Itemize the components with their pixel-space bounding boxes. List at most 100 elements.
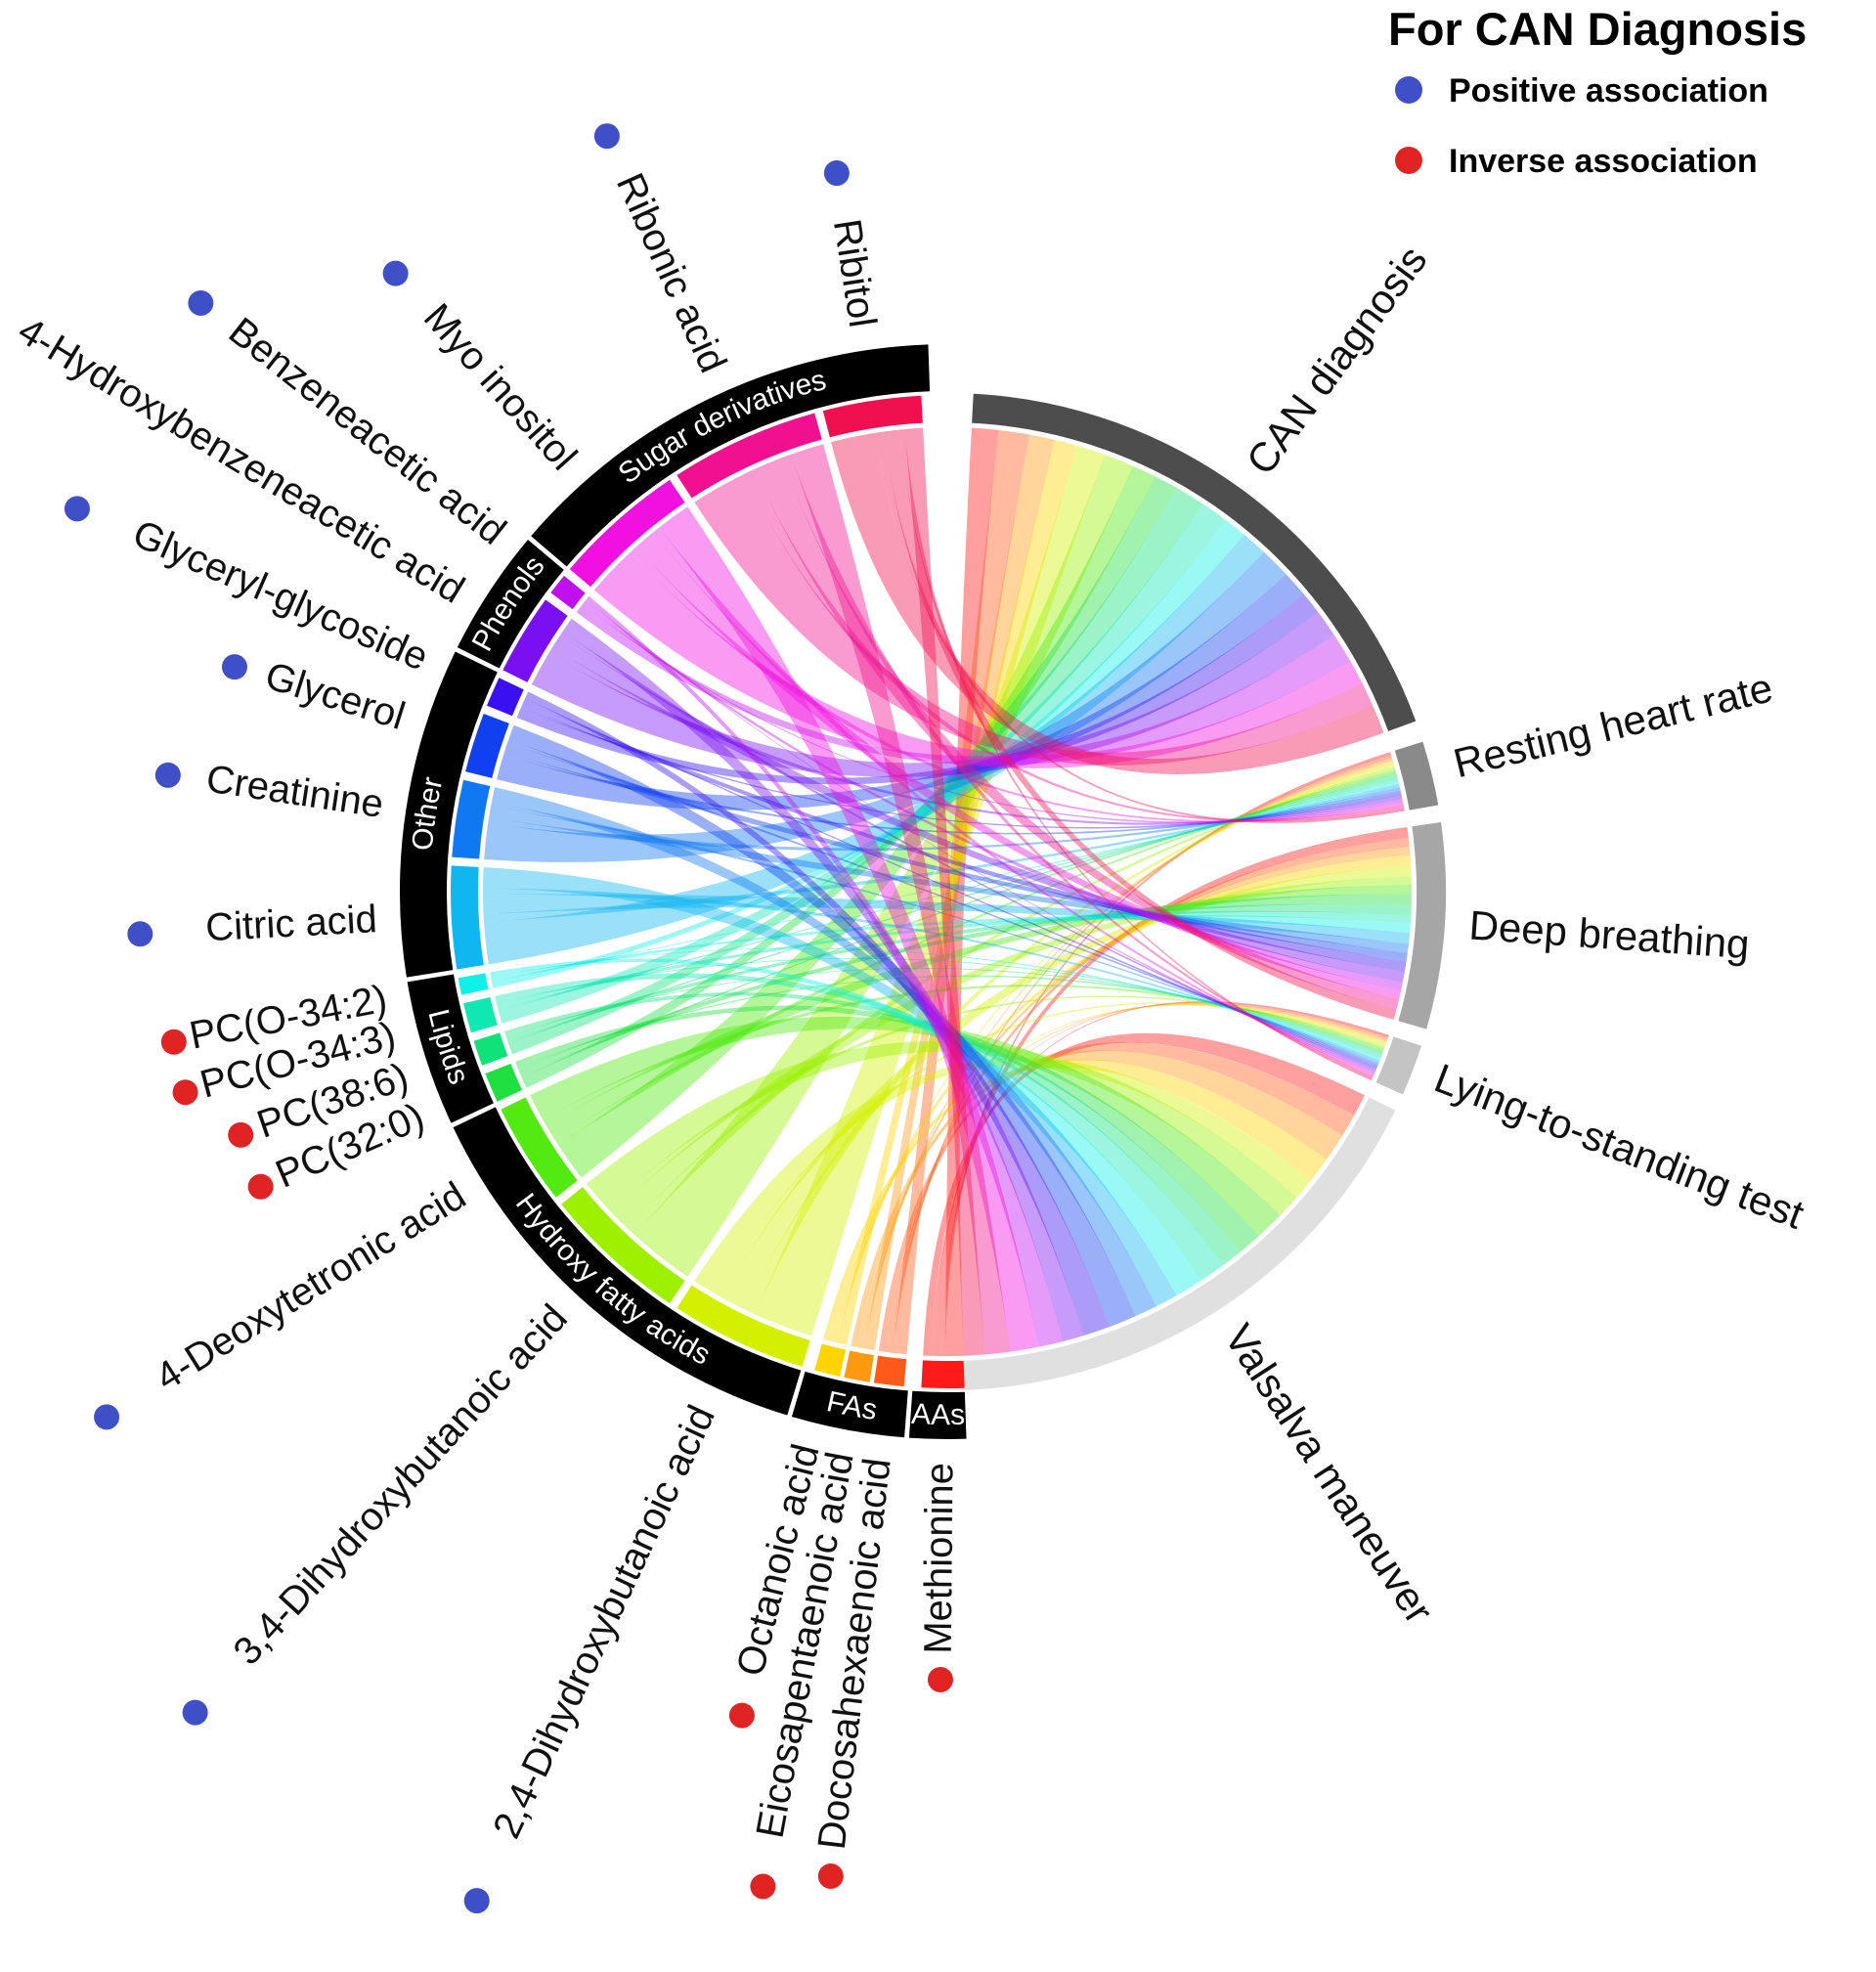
association-dot (127, 921, 153, 947)
chord-ribbon (484, 551, 1287, 862)
chord-ribbon (659, 506, 1039, 1352)
metabolite-segment (676, 413, 822, 499)
chord-ribbon (497, 574, 1304, 811)
outcome-arc (963, 1097, 1396, 1390)
chord-ribbon (863, 434, 1055, 1351)
association-dot (94, 1404, 120, 1430)
metabolite-segment (502, 599, 568, 682)
association-dot (728, 1702, 755, 1729)
chord-ribbon (831, 432, 1384, 774)
chord-ribbons (483, 427, 1412, 1356)
chord-ribbon (893, 429, 1029, 1355)
association-dot (247, 1173, 274, 1200)
association-dot (593, 123, 620, 150)
chord-ribbon (524, 698, 1377, 1070)
outcome-arc (1394, 741, 1439, 811)
chord-ribbon (754, 445, 1106, 1337)
metabolite-label: 4-Deoxytetronic acid (149, 1174, 474, 1400)
legend: For CAN Diagnosis Positive association I… (1388, 3, 1807, 180)
outcome-arc (1398, 822, 1446, 1030)
chord-ribbon (548, 647, 1403, 825)
chord-ribbon (484, 534, 1264, 965)
chord-ribbon (498, 778, 1399, 1011)
metabolite-segment (873, 1355, 907, 1387)
legend-label-inverse: Inverse association (1449, 143, 1758, 180)
chord-ribbon (904, 427, 985, 1356)
metabolite-label: 3,4-Dihydroxybutanoic acid (225, 1296, 575, 1673)
association-dot (823, 160, 850, 187)
chord-ribbon (694, 473, 1373, 766)
outcome-arc (972, 393, 1417, 731)
chord-ribbon (630, 547, 1404, 823)
chord-ribbon (837, 439, 1077, 1345)
metabolite-segment (463, 996, 498, 1033)
association-dot (64, 496, 90, 522)
metabolite-label: Citric acid (204, 898, 378, 949)
metabolite-segment (814, 1343, 847, 1377)
legend-dot-positive (1395, 76, 1422, 104)
legend-dot-inverse (1395, 147, 1422, 174)
legend-title: For CAN Diagnosis (1388, 3, 1807, 55)
outcome-label: Lying-to-standing test (1428, 1055, 1811, 1238)
outcome-arc (1375, 1036, 1422, 1095)
metabolite-segment (465, 713, 509, 778)
association-dot (188, 289, 214, 316)
group-band-other (400, 651, 498, 978)
chord-ribbon (694, 1057, 1311, 1295)
chord-ribbon (593, 551, 1363, 768)
metabolite-segment (569, 479, 685, 588)
chord-ribbon (495, 973, 1224, 1281)
chord-ribbon (531, 611, 1335, 777)
chord-ribbon (945, 427, 999, 1356)
chord-ribbon (491, 914, 1411, 982)
metabolite-label: Ribitol (825, 216, 884, 330)
chord-ribbon (489, 805, 1409, 953)
metabolite-segment (458, 973, 489, 995)
association-dot (817, 1862, 844, 1889)
association-dot (228, 1121, 254, 1148)
chord-ribbon (576, 603, 1351, 766)
group-band-lipids (407, 974, 494, 1123)
association-dot (463, 1888, 490, 1914)
association-dot (182, 1699, 208, 1726)
association-dot (154, 762, 181, 788)
association-dot (927, 1666, 953, 1692)
metabolite-label: Ribonic acid (608, 167, 735, 379)
metabolite-segment (921, 1360, 965, 1389)
chord-ribbon (505, 903, 1412, 1041)
chord-ribbon (483, 894, 1411, 944)
chord-ribbon (722, 865, 1412, 1310)
chord-ribbon (586, 1040, 1297, 1216)
metabolite-segment (501, 1097, 578, 1198)
outcome-label: Valsalva maneuver (1216, 1316, 1443, 1632)
metabolite-label: Glycerol (260, 654, 410, 738)
metabolite-segment (561, 1187, 685, 1304)
metabolite-segment (550, 575, 586, 610)
chord-ribbon (633, 455, 1133, 1277)
association-dot (750, 1873, 776, 1900)
chord-ribbon (790, 444, 1011, 1355)
group-band-sugar (531, 344, 931, 567)
metabolite-segment (822, 395, 923, 438)
metabolite-label: Methionine (917, 1463, 962, 1654)
chord-ribbon (507, 739, 1378, 1068)
association-dot (382, 260, 409, 286)
association-dot (160, 1029, 187, 1055)
metabolite-segment (485, 1063, 522, 1102)
metabolite-segment (451, 865, 484, 970)
metabolite-label: Creatinine (203, 758, 386, 826)
metabolite-segment (486, 678, 524, 717)
chord-ribbon (490, 958, 1201, 1296)
outcome-label: Deep breathing (1467, 901, 1751, 967)
group-label-aas: AAs (910, 1398, 965, 1431)
metabolite-label: 2,4-Dihydroxybutanoic acid (485, 1399, 723, 1845)
association-dot (172, 1079, 198, 1106)
metabolite-label: Myo inositol (415, 295, 585, 478)
association-dot (221, 654, 247, 680)
group-band-fas (791, 1371, 908, 1438)
metabolite-segment (844, 1350, 874, 1382)
group-band-phenols (457, 540, 564, 669)
chord-ribbon (557, 465, 1156, 1178)
